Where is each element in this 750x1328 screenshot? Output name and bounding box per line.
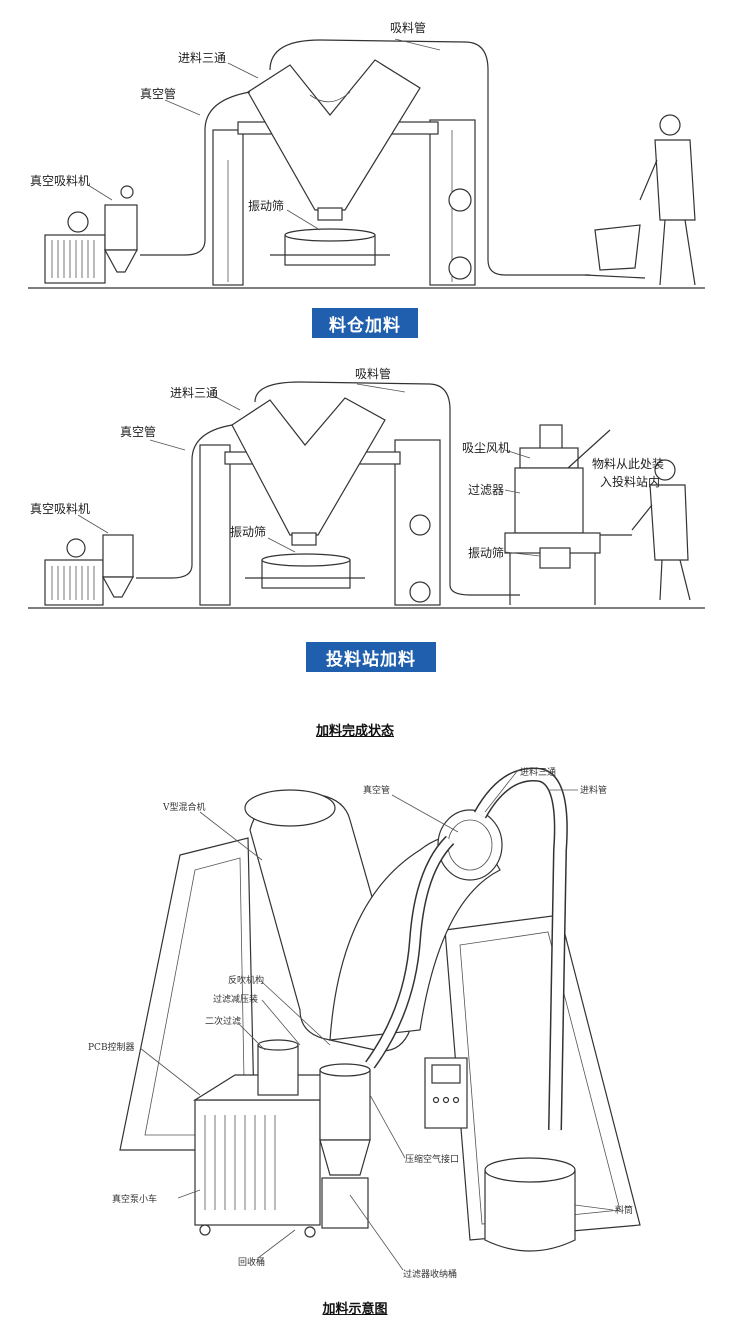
label-recovery-drum: 回收桶 bbox=[238, 1256, 265, 1268]
label-vacuum-pipe-2: 真空管 bbox=[120, 424, 156, 439]
label-vacuum-loader-2: 真空吸料机 bbox=[30, 502, 90, 516]
v-mixer-body-2 bbox=[231, 397, 386, 536]
suction-pipe-2 bbox=[254, 381, 520, 596]
label-vacuum-cart: 真空泵小车 bbox=[112, 1193, 157, 1205]
label-vibrating-sieve: 振动筛 bbox=[248, 198, 284, 213]
label-v-mixer: V型混合机 bbox=[162, 801, 206, 813]
vacuum-pipe-2 bbox=[136, 424, 233, 579]
label-feed-pipe: 进料管 bbox=[580, 784, 607, 796]
label-suction-pipe-2: 吸料管 bbox=[355, 366, 391, 381]
label-vibrating-sieve-2: 振动筛 bbox=[230, 524, 266, 539]
label-feed-tee-3: 进料三通 bbox=[520, 766, 556, 778]
label-suction-pipe: 吸料管 bbox=[390, 20, 426, 35]
material-drum bbox=[484, 1170, 576, 1252]
label-filter-silencer: 过滤减压装 bbox=[213, 993, 258, 1005]
label-feed-tee: 进料三通 bbox=[178, 51, 226, 65]
label-vibrating-sieve-3: 振动筛 bbox=[468, 545, 504, 560]
diagram-feeding-illustration: V型混合机 真空管 进料三通 进料管 反吹机构 过滤减压装 二次过滤 PCB控制… bbox=[88, 766, 641, 1280]
operator-figure-2 bbox=[631, 459, 691, 601]
diagram-station-feeding: 进料三通 吸料管 真空管 真空吸料机 振动筛 吸尘风机 过滤器 振动筛 物料从此… bbox=[28, 366, 705, 609]
label-dust-fan: 吸尘风机 bbox=[462, 441, 510, 455]
material-bin bbox=[594, 224, 641, 271]
label-material-note-2: 入投料站内 bbox=[600, 474, 660, 489]
label-vacuum-pipe-3: 真空管 bbox=[363, 784, 390, 796]
v-mixer-body bbox=[247, 59, 421, 211]
label-material-drum: 料筒 bbox=[615, 1204, 633, 1216]
vacuum-loader-machine bbox=[44, 185, 139, 284]
label-vacuum-pipe: 真空管 bbox=[140, 86, 176, 101]
label-filter: 过滤器 bbox=[468, 483, 504, 497]
vacuum-loader-machine-2 bbox=[44, 534, 135, 606]
right-a-frame bbox=[444, 914, 641, 1241]
caption-feeding-complete: 加料完成状态 bbox=[315, 724, 394, 739]
caption-feeding-schematic: 加料示意图 bbox=[322, 1302, 388, 1317]
label-compressed-air: 压缩空气接口 bbox=[405, 1153, 459, 1165]
operator-figure bbox=[639, 114, 696, 286]
label-feed-tee-2: 进料三通 bbox=[170, 386, 218, 400]
feeding-station bbox=[504, 424, 632, 605]
label-vacuum-loader: 真空吸料机 bbox=[30, 174, 90, 188]
vacuum-pipe bbox=[140, 91, 251, 256]
vacuum-cart bbox=[192, 1039, 371, 1238]
label-material-note-1: 物料从此处装 bbox=[592, 457, 664, 471]
banner-station-feeding: 投料站加料 bbox=[306, 642, 436, 672]
banner-silo-feeding: 料仓加料 bbox=[312, 308, 418, 338]
diagram-silo-feeding: 进料三通 吸料管 真空管 真空吸料机 振动筛 bbox=[28, 20, 705, 289]
suction-pipe bbox=[269, 39, 590, 276]
label-filter-collector: 过滤器收纳桶 bbox=[403, 1268, 457, 1280]
label-secondary-filter: 二次过滤 bbox=[205, 1015, 241, 1027]
label-plc-controller: PCB控制器 bbox=[88, 1041, 135, 1053]
left-support-tower-2 bbox=[199, 444, 231, 606]
label-backflush: 反吹机构 bbox=[228, 974, 264, 986]
